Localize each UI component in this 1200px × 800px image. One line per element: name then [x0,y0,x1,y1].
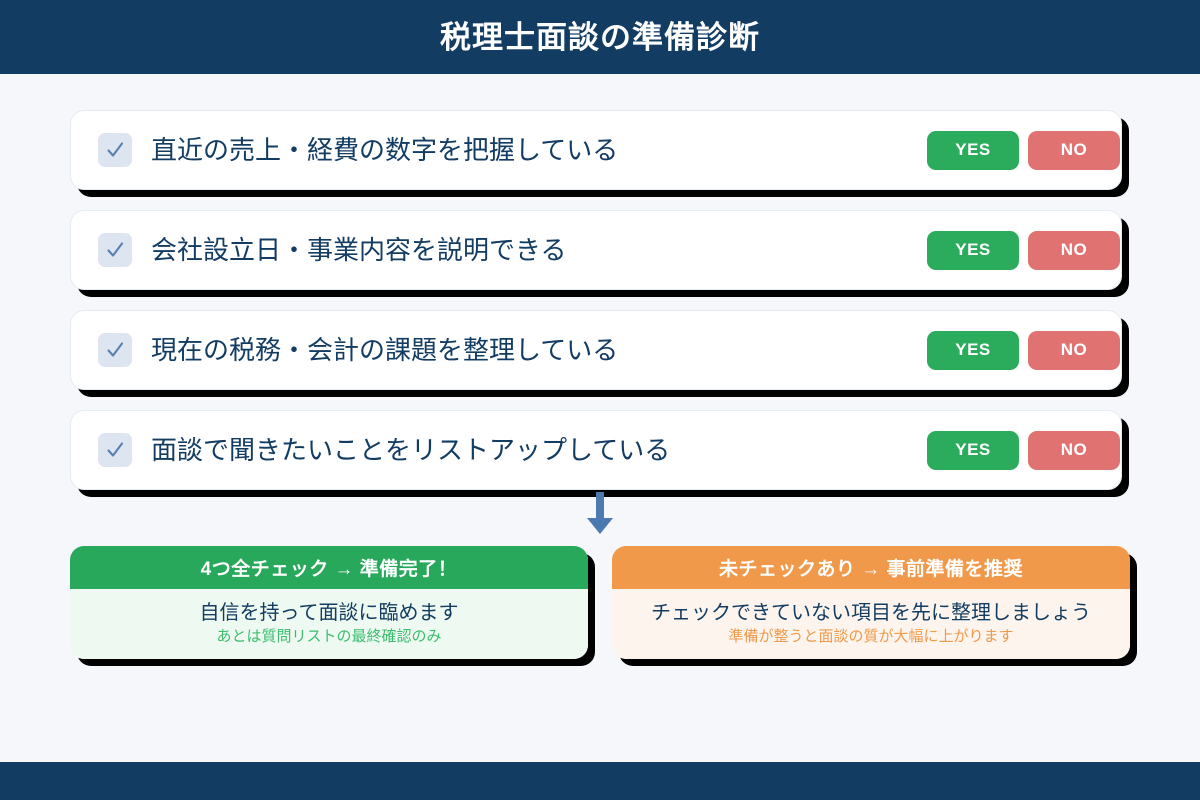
result-sub-text: 準備が整うと面談の質が大幅に上がります [728,628,1014,646]
yes-no-group: YES NO [927,130,1121,170]
no-button[interactable]: NO [1028,330,1120,370]
no-button[interactable]: NO [1028,130,1120,170]
result-main-text: 自信を持って面談に臨めます [199,602,459,625]
check-icon[interactable] [98,333,132,367]
result-cards: 4つ全チェック → 準備完了！ 自信を持って面談に臨めます あとは質問リストの最… [70,546,1130,659]
yes-button[interactable]: YES [927,330,1019,370]
result-card-has-unchecked[interactable]: 未チェックあり → 事前準備を推奨 チェックできていない項目を先に整理しましょう… [612,546,1130,659]
checklist-item-label: 直近の売上・経費の数字を把握している [151,135,619,165]
check-icon[interactable] [98,233,132,267]
page-footer [0,762,1200,800]
check-icon[interactable] [98,433,132,467]
arrow-down-icon [587,492,613,534]
checklist-item-label: 会社設立日・事業内容を説明できる [151,235,567,265]
yes-no-group: YES NO [927,430,1121,470]
result-card-header: 4つ全チェック → 準備完了！ [70,546,588,589]
yes-no-group: YES NO [927,230,1121,270]
result-sub-text: あとは質問リストの最終確認のみ [216,628,442,646]
no-button[interactable]: NO [1028,430,1120,470]
checklist: 直近の売上・経費の数字を把握している YES NO 会社設立日・事業内容を説明で… [70,110,1122,510]
yes-button[interactable]: YES [927,430,1019,470]
result-card-header: 未チェックあり → 事前準備を推奨 [612,546,1130,589]
result-main-text: チェックできていない項目を先に整理しましょう [651,602,1091,625]
page-header: 税理士面談の準備診断 [0,0,1200,74]
result-card-body: チェックできていない項目を先に整理しましょう 準備が整うと面談の質が大幅に上がり… [612,589,1130,659]
yes-no-group: YES NO [927,330,1121,370]
page-title: 税理士面談の準備診断 [440,19,760,55]
yes-button[interactable]: YES [927,230,1019,270]
checklist-row[interactable]: 直近の売上・経費の数字を把握している YES NO [70,110,1122,190]
check-icon[interactable] [98,133,132,167]
connector-arrow [0,492,1200,540]
checklist-row[interactable]: 面談で聞きたいことをリストアップしている YES NO [70,410,1122,490]
result-card-all-checked[interactable]: 4つ全チェック → 準備完了！ 自信を持って面談に臨めます あとは質問リストの最… [70,546,588,659]
checklist-row[interactable]: 会社設立日・事業内容を説明できる YES NO [70,210,1122,290]
checklist-item-label: 現在の税務・会計の課題を整理している [151,335,619,365]
no-button[interactable]: NO [1028,230,1120,270]
result-card-body: 自信を持って面談に臨めます あとは質問リストの最終確認のみ [70,589,588,659]
yes-button[interactable]: YES [927,130,1019,170]
checklist-row[interactable]: 現在の税務・会計の課題を整理している YES NO [70,310,1122,390]
checklist-item-label: 面談で聞きたいことをリストアップしている [151,435,671,465]
